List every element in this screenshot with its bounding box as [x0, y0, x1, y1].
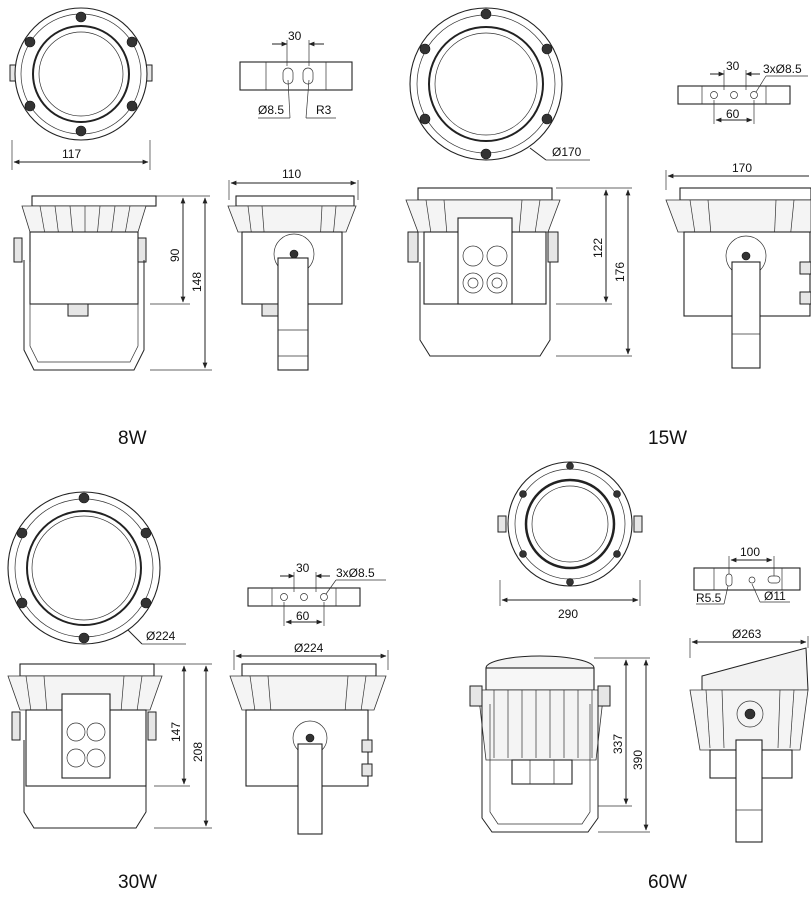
- panel-8w: 117 30 Ø8.5 R3: [9, 7, 359, 449]
- dim-15w-hole-spacing: 60: [726, 107, 740, 121]
- side-elevation-60w: Ø263: [689, 627, 809, 843]
- side-elevation-15w: 170: [665, 161, 811, 369]
- dim-8w-total-height: 148: [190, 272, 204, 292]
- bracket-plate-15w: 30 3xØ8.5 60: [677, 59, 808, 124]
- dim-8w-bracket-spacing: 30: [288, 29, 302, 43]
- dim-15w-body-height: 122: [591, 238, 605, 258]
- dimension-8w-heights: 90 148: [150, 195, 212, 371]
- caption-15w: 15W: [648, 428, 687, 449]
- dim-60w-side-dia: Ø263: [732, 627, 762, 641]
- dimension-15w-dia: Ø170: [529, 145, 590, 161]
- dimension-15w-heights: 122 176: [556, 187, 632, 357]
- dim-60w-bracket-spacing: 100: [740, 545, 760, 559]
- panel-15w: Ø170 30 3xØ8.5 60: [405, 7, 811, 449]
- dim-30w-holes: 3xØ8.5: [336, 566, 375, 580]
- front-elevation-8w: [13, 195, 157, 371]
- front-elevation-15w: [405, 187, 561, 357]
- dim-60w-body-height: 337: [611, 734, 625, 754]
- dim-60w-radius: R5.5: [696, 591, 722, 605]
- dim-60w-width: 290: [558, 607, 578, 621]
- side-elevation-8w: 110: [227, 167, 359, 371]
- dim-30w-total-height: 208: [191, 742, 205, 762]
- front-view-8w: [9, 7, 153, 141]
- dim-15w-holes: 3xØ8.5: [763, 62, 802, 76]
- caption-8w: 8W: [118, 428, 147, 449]
- dim-8w-body-height: 90: [168, 248, 182, 262]
- caption-30w: 30W: [118, 872, 157, 893]
- dimension-30w-dia: Ø224: [127, 629, 186, 645]
- dim-30w-hole-spacing: 60: [296, 609, 310, 623]
- dim-30w-bracket-spacing: 30: [296, 561, 310, 575]
- dim-8w-width: 117: [62, 147, 81, 161]
- dim-60w-hole-dia: Ø11: [764, 589, 786, 603]
- dim-30w-body-height: 147: [169, 722, 183, 742]
- front-elevation-30w: [7, 663, 163, 829]
- bracket-plate-30w: 30 3xØ8.5 60: [247, 561, 386, 626]
- dim-15w-side-width: 170: [732, 161, 752, 175]
- dim-15w-bracket-spacing: 30: [726, 59, 740, 73]
- dimension-30w-heights: 147 208: [154, 663, 212, 829]
- dimension-60w-heights: 337 390: [594, 657, 650, 833]
- bracket-plate-60w: 100 R5.5 Ø11: [693, 545, 801, 605]
- panel-60w: 290 100 R5.5 Ø11: [469, 461, 809, 893]
- dim-30w-side-dia: Ø224: [294, 641, 324, 655]
- dim-15w-dia: Ø170: [552, 145, 582, 159]
- dim-8w-radius: R3: [316, 103, 332, 117]
- dim-8w-slot-dia: Ø8.5: [258, 103, 284, 117]
- bracket-plate-8w: 30 Ø8.5 R3: [239, 29, 353, 119]
- dim-15w-total-height: 176: [613, 262, 627, 282]
- panel-30w: Ø224 30 3xØ8.5 60: [7, 491, 389, 893]
- front-view-30w: [7, 491, 161, 645]
- dim-8w-side-width: 110: [282, 167, 301, 181]
- dim-60w-total-height: 390: [631, 750, 645, 770]
- dimension-60w-width: 290: [499, 580, 641, 621]
- side-elevation-30w: Ø224: [229, 641, 389, 835]
- dimension-8w-width: 117: [11, 140, 151, 170]
- front-view-60w: [497, 461, 643, 587]
- caption-60w: 60W: [648, 872, 687, 893]
- front-elevation-60w: [469, 655, 611, 833]
- dim-30w-dia: Ø224: [146, 629, 176, 643]
- front-view-15w: [409, 7, 563, 161]
